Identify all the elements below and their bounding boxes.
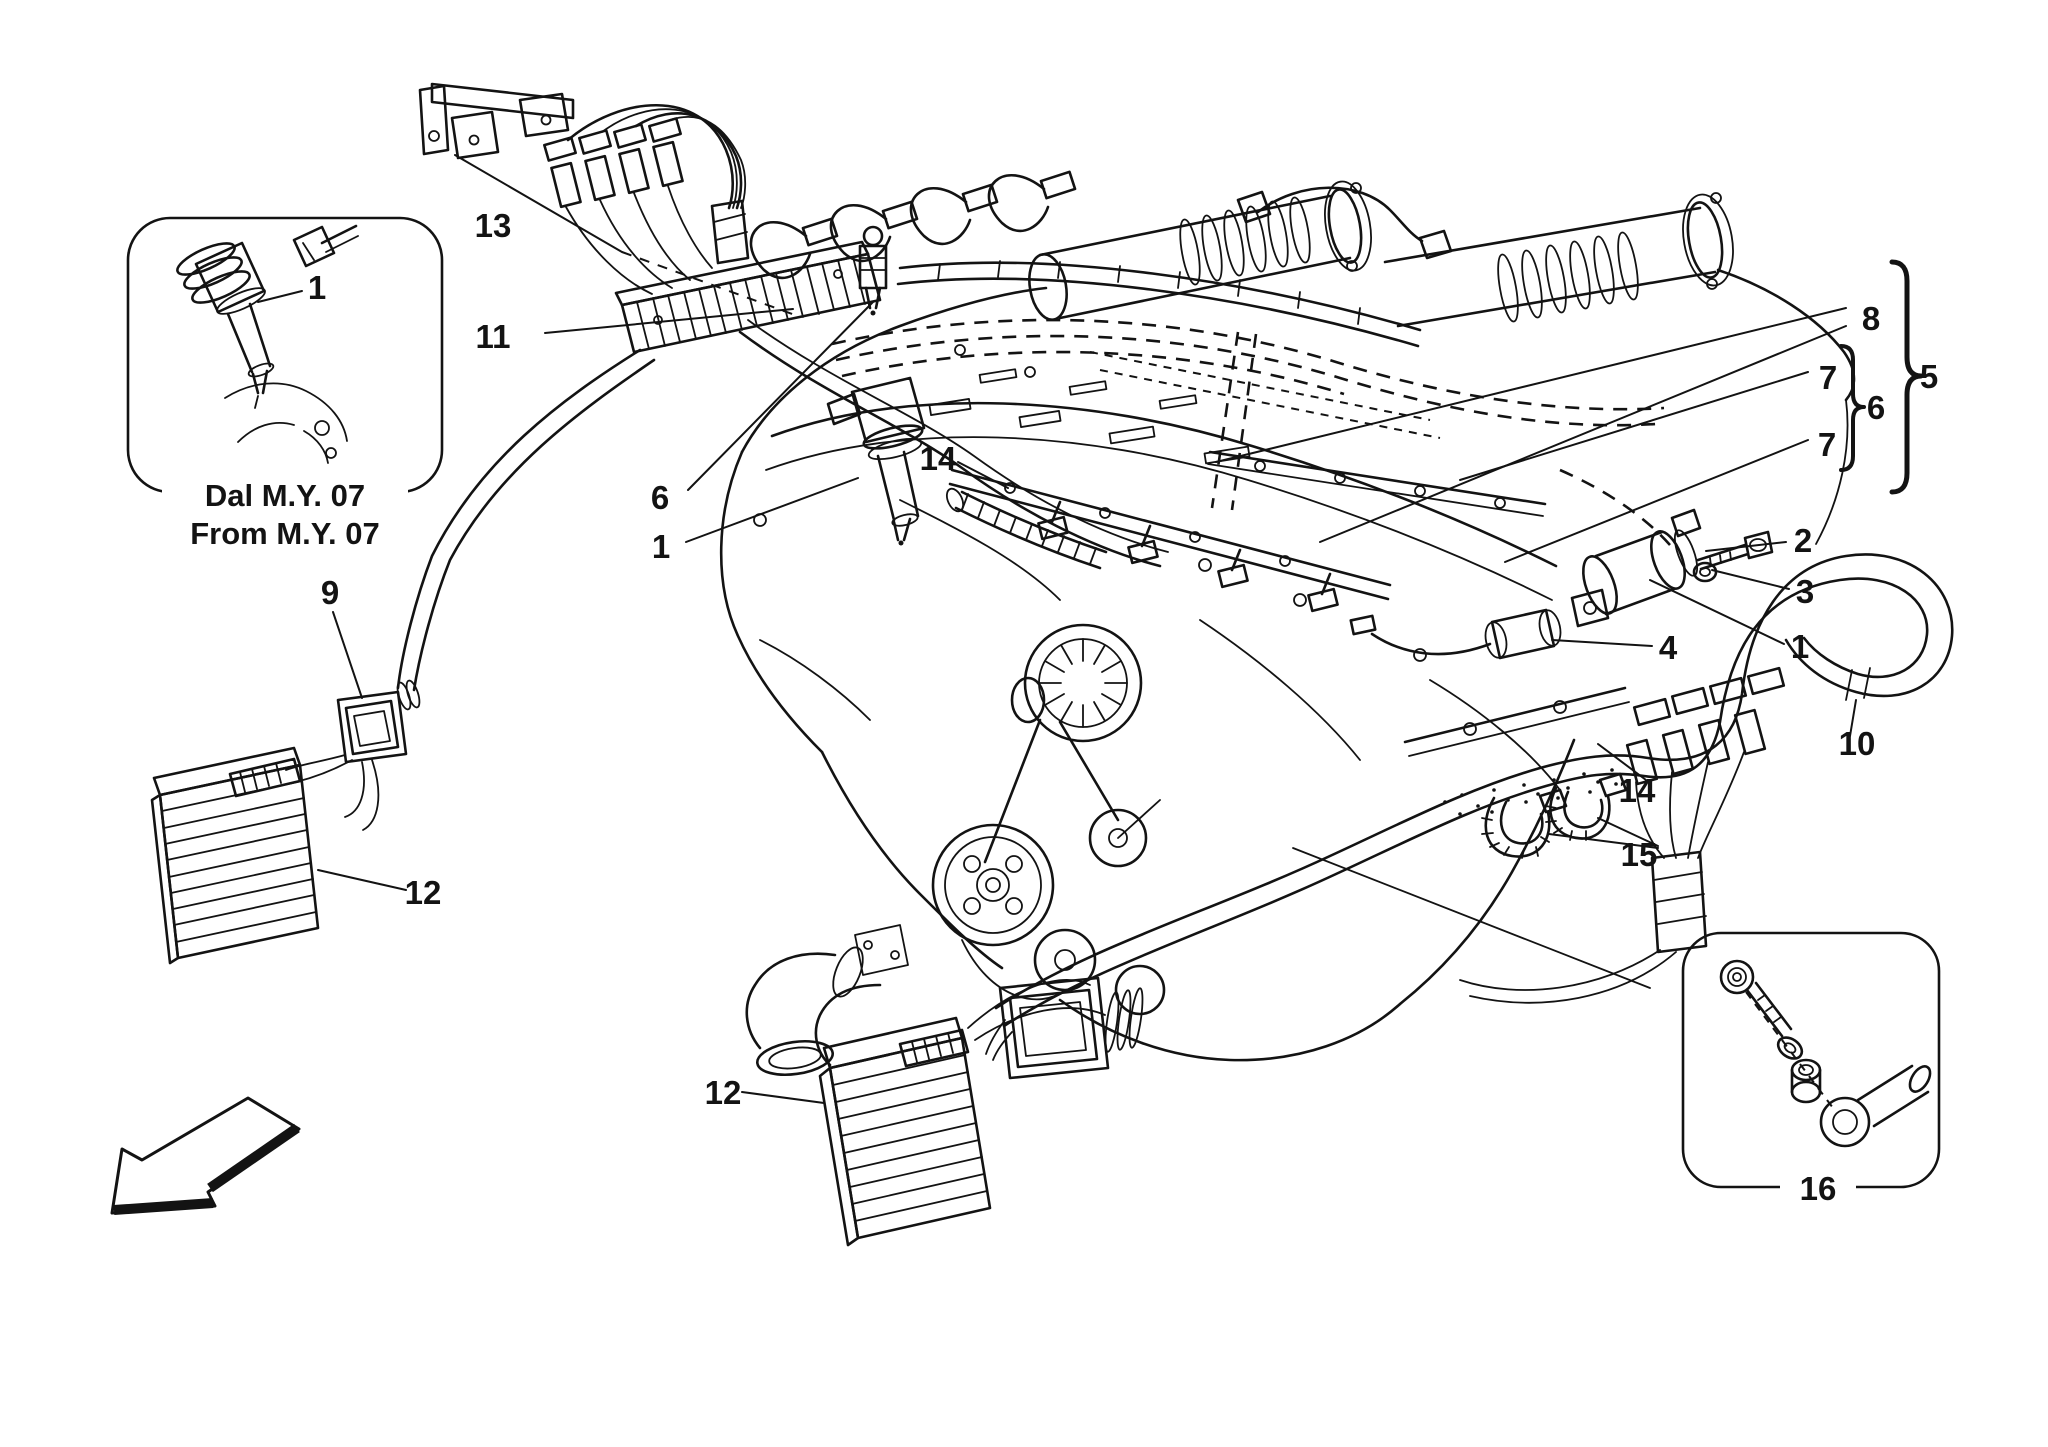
- callout-1-valve: 1: [1791, 628, 1809, 665]
- callout-14-pipe: 14: [920, 440, 957, 477]
- caption-line-english: From M.Y. 07: [190, 516, 380, 551]
- ecu-left-art: [150, 746, 380, 965]
- callout-labels: 1 13 11 6 1 14 9 12 12 8 7 6 7 5 2 3 1 4…: [308, 207, 1938, 1207]
- coil-pack-right-art: [1459, 666, 1786, 1004]
- hardware-16-art: [1719, 959, 1932, 1148]
- hidden-routing-dashes: [831, 318, 1678, 553]
- firewall-grommet-left-art: [336, 679, 421, 764]
- ignition-coil-front-art: [826, 376, 926, 546]
- callout-12-bottom: 12: [705, 1074, 742, 1111]
- coil-pack-left-art: [543, 104, 750, 295]
- ignition-coil-inset-art: [176, 224, 359, 464]
- callout-3: 3: [1796, 573, 1814, 610]
- firewall-grommet-bottom-art: [998, 976, 1144, 1080]
- alternator-art: [1010, 623, 1143, 743]
- callout-6-group: 6: [1867, 389, 1885, 426]
- engine-block-art: [719, 268, 1856, 1062]
- harness-loop-hose-art: [994, 553, 1954, 1028]
- caption-from-my07: Dal M.Y. 07 From M.Y. 07: [162, 478, 408, 551]
- callout-5-group: 5: [1920, 358, 1938, 395]
- mounting-bracket-art: [418, 82, 575, 160]
- fuel-rails-art: [948, 450, 1630, 757]
- inset-16-label-patch: [1780, 1172, 1856, 1204]
- callout-7-upper: 7: [1819, 359, 1837, 396]
- ignition-module-art: [614, 240, 882, 354]
- brace-group-6: [1839, 344, 1866, 472]
- callout-15: 15: [1621, 836, 1658, 873]
- callout-16: 16: [1800, 1170, 1837, 1207]
- water-outlet-elbow-art: [745, 924, 909, 1077]
- callout-2: 2: [1794, 522, 1812, 559]
- callout-7-lower: 7: [1818, 426, 1836, 463]
- direction-arrow: [110, 1096, 301, 1215]
- purge-valve-art: [1570, 508, 1702, 628]
- leader-lines: [257, 154, 1857, 1104]
- callout-11: 11: [476, 318, 511, 355]
- callout-13: 13: [475, 207, 512, 244]
- callout-9: 9: [321, 574, 339, 611]
- belt-and-pulleys-art: [931, 718, 1166, 1016]
- callout-8: 8: [1862, 300, 1880, 337]
- brace-group-5: [1889, 259, 1924, 495]
- callout-1-coil: 1: [652, 528, 670, 565]
- callout-4: 4: [1659, 629, 1678, 666]
- braided-fuel-pipe-art: [945, 487, 1108, 570]
- ecu-bottom-art: [818, 979, 1106, 1247]
- callout-12-left: 12: [405, 874, 442, 911]
- callout-14-sheath: 14: [1619, 772, 1656, 809]
- fuel-injector-art: [858, 225, 888, 316]
- inset-top-left-box: [126, 216, 444, 494]
- callout-1-inset: 1: [308, 269, 326, 306]
- caption-line-italian: Dal M.Y. 07: [205, 478, 365, 513]
- bolt-art: [1696, 530, 1774, 571]
- intake-ducts-art: [1028, 180, 1734, 328]
- injector-connector-loops-art: [749, 170, 1422, 348]
- callout-6-injector: 6: [651, 479, 669, 516]
- knock-sensor-art: [1349, 608, 1562, 660]
- callout-10: 10: [1839, 725, 1876, 762]
